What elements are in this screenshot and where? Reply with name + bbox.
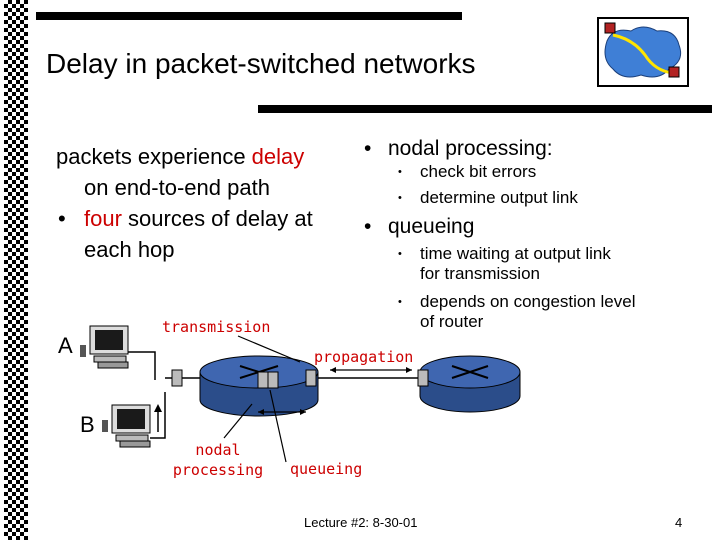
- links: [128, 351, 420, 439]
- network-logo: [597, 17, 689, 87]
- computer-a-icon: [80, 325, 129, 369]
- transmission-label: transmission: [162, 318, 271, 336]
- four-sources-text: sources of delay at: [121, 206, 313, 231]
- nodal-item-2: determine output link: [364, 188, 694, 208]
- decorative-stripe: [0, 0, 36, 540]
- queueing-item-2: depends on congestion level of router: [364, 292, 640, 332]
- four-sources-bullet: • four sources of delay at: [56, 203, 356, 234]
- left-bullet-list: packets experience delay on end-to-end p…: [56, 141, 356, 265]
- delay-intro: packets experience delay: [56, 141, 356, 172]
- host-b-label: B: [80, 412, 95, 437]
- four-sources-line2: each hop: [84, 237, 175, 262]
- four-highlight: four: [84, 206, 122, 231]
- page-number: 4: [675, 515, 683, 530]
- pointer-lines: [223, 335, 301, 463]
- delay-highlight: delay: [251, 144, 305, 169]
- stripe-pattern: [4, 0, 28, 540]
- computer-b-icon: [102, 404, 151, 448]
- queueing-label: queueing: [290, 460, 363, 478]
- propagation-arrow-icon: [330, 367, 412, 373]
- footer-lecture: Lecture #2: 8-30-01: [304, 515, 418, 530]
- delay-intro-line2: on end-to-end path: [84, 175, 270, 200]
- queueing-item-1: time waiting at output link for transmis…: [364, 244, 630, 284]
- nodal-processing-heading: nodal processing:: [364, 132, 694, 166]
- bullet-dot: •: [58, 206, 66, 231]
- title-rule: [258, 105, 712, 113]
- queue-buffer-icon: [171, 369, 317, 389]
- nodal-processing-label: nodal processing: [172, 441, 264, 479]
- queueing-heading: queueing: [364, 212, 694, 242]
- delay-intro-text: packets experience: [56, 144, 252, 169]
- network-cloud-icon: [604, 22, 682, 78]
- top-rule: [36, 12, 462, 20]
- host-a-label: A: [58, 333, 73, 358]
- router-2-icon: [417, 355, 521, 413]
- nodal-item-1: check bit errors: [364, 162, 694, 182]
- transmission-arrow-icon: [258, 409, 306, 415]
- up-arrow-icon: [154, 404, 162, 432]
- right-bullet-list: nodal processing: check bit errors deter…: [364, 132, 694, 332]
- propagation-label: propagation: [314, 348, 414, 366]
- slide-title: Delay in packet-switched networks: [46, 48, 476, 79]
